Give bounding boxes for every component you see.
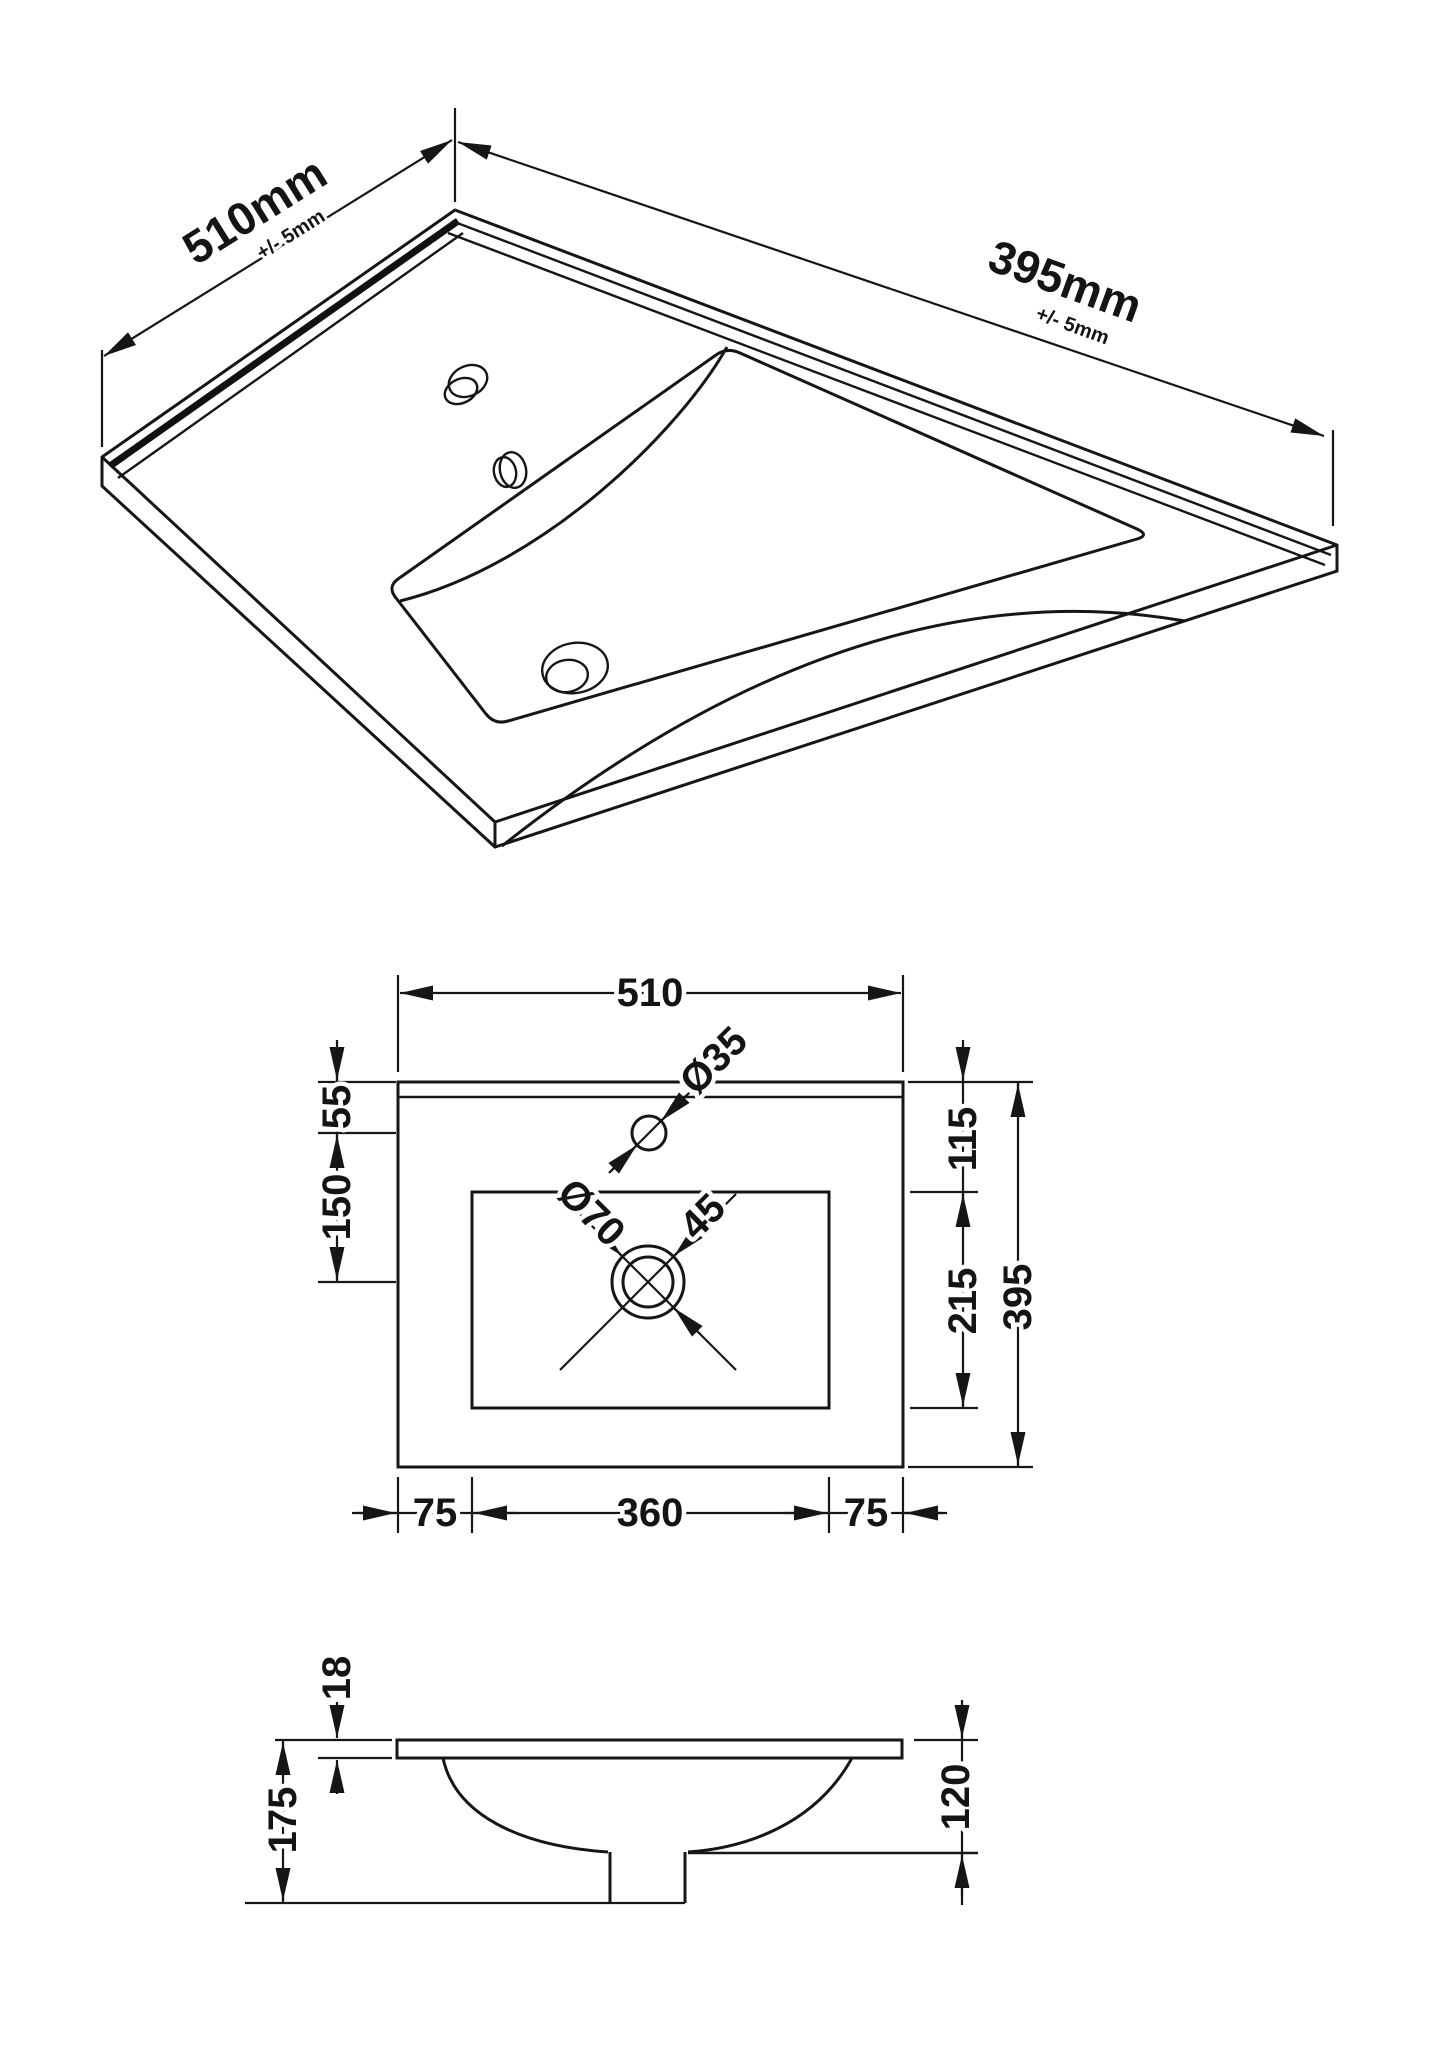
plan-tap-hole-dia-label: Ø35	[672, 1019, 757, 1104]
iso-slab-thickness-edges	[100, 457, 1339, 849]
iso-back-rail-line-right2	[447, 231, 1326, 567]
plan-body-outline	[396, 1080, 905, 1469]
isometric-view: 510mm +/- 5mm 395mm +/- 5mm	[100, 108, 1339, 849]
plan-drain-inner-dia-label: 45	[672, 1186, 735, 1249]
iso-slab-top-outline	[100, 208, 1339, 824]
iso-bowl-underside-arc	[501, 609, 1186, 848]
plan-drain-outer-dia-label: Ø70	[549, 1171, 634, 1256]
plan-depth-dimension-label: 395	[996, 1264, 1040, 1331]
iso-overflow-hole	[492, 450, 528, 490]
side-view: 18 175 120	[245, 1651, 983, 1905]
plan-left-dimension-chain: 55 150	[311, 1040, 396, 1284]
iso-back-rail-line-right1	[451, 219, 1332, 557]
iso-tap-hole	[443, 363, 489, 406]
plan-left-margin-label: 75	[413, 1491, 458, 1535]
plan-tap-hole-callout: Ø35	[608, 1014, 761, 1174]
plan-right-dimension-chain: 115 215 395	[908, 1040, 1045, 1469]
plan-rim-width-label: 360	[617, 1491, 684, 1535]
plan-width-dimension-label: 510	[617, 971, 684, 1015]
iso-bowl-back-wall-arc	[399, 346, 729, 603]
side-bowl-left-curve	[441, 1757, 609, 1854]
side-total-height-label: 175	[261, 1787, 305, 1854]
side-bowl-depth-label: 120	[934, 1764, 978, 1831]
plan-bottom-dimension-chain: 75 360 75	[352, 1477, 947, 1540]
iso-drain-hole	[541, 641, 609, 695]
iso-depth-dimension: 395mm +/- 5mm	[457, 140, 1335, 526]
plan-tap-to-drain-label: 150	[315, 1174, 359, 1241]
plan-drain-hole: Ø70 45	[544, 1166, 739, 1371]
plan-tap-offset-label: 55	[315, 1085, 359, 1130]
side-drain-stub	[608, 1852, 687, 1903]
side-bowl-depth-dimension: 120	[930, 1700, 983, 1905]
plan-right-margin-label: 75	[844, 1491, 889, 1535]
plan-width-dimension: 510	[396, 967, 905, 1072]
side-bowl-right-curve	[687, 1757, 854, 1854]
iso-basin-rim	[390, 348, 1145, 724]
side-thickness-dimension: 18	[311, 1651, 364, 1794]
plan-view: Ø35 Ø70 45 510	[311, 967, 1045, 1540]
plan-tap-hole	[630, 1114, 668, 1152]
side-top-plate	[395, 1738, 904, 1760]
plan-basin-rim	[470, 1190, 831, 1410]
side-thickness-label: 18	[315, 1656, 359, 1701]
side-total-height-dimension: 175	[257, 1740, 310, 1903]
plan-rim-back-offset-label: 115	[941, 1107, 985, 1172]
iso-back-rail-strip	[107, 218, 461, 469]
iso-back-rail-line-left	[117, 232, 464, 479]
plan-rim-depth-label: 215	[941, 1268, 985, 1335]
